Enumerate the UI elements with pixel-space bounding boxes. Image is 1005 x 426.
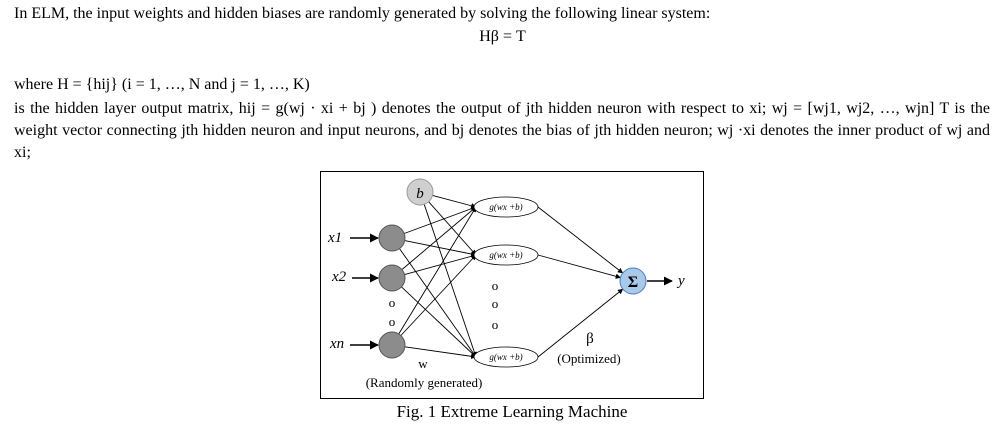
weight-connection-2-1 [404, 253, 477, 276]
input-node-1 [378, 224, 406, 252]
body-paragraph: is the hidden layer output matrix, hij =… [14, 100, 990, 161]
input-dot-2: o [389, 314, 396, 329]
weight-connection-1-1 [404, 240, 477, 257]
input-node-n [378, 331, 406, 359]
weight-label: w [418, 356, 428, 371]
output-label: y [676, 273, 685, 289]
weight-connection-1-2 [399, 248, 477, 358]
connections [398, 194, 624, 359]
input-label-n: xn [329, 336, 344, 352]
hidden-dot-3: o [492, 317, 499, 332]
where-clause: where H = {hij} (i = 1, …, N and j = 1, … [14, 76, 310, 93]
equation: Hβ = T [479, 28, 526, 45]
hidden-label-k: g(wx +b) [489, 352, 522, 362]
weight-connection-3-0 [398, 206, 477, 335]
input-label-2: x2 [331, 269, 347, 285]
weight-connection-1-0 [404, 206, 477, 234]
bias-label: b [416, 186, 424, 202]
weight-connection-0-1 [428, 201, 477, 256]
hidden-label-2: g(wx +b) [489, 250, 522, 260]
weight-connection-2-2 [401, 286, 477, 358]
beta-connection-0 [537, 206, 624, 274]
figure-caption: Fig. 1 Extreme Learning Machine [396, 402, 628, 421]
input-label-1: x1 [327, 230, 342, 246]
sum-node [619, 267, 647, 295]
weight-connection-3-2 [404, 346, 477, 359]
hidden-node-2 [473, 244, 539, 266]
beta-connection-2 [537, 288, 624, 358]
weight-note: (Randomly generated) [366, 375, 483, 390]
hidden-node-1 [473, 196, 539, 218]
weight-connection-2-0 [401, 206, 477, 270]
bias-node [406, 178, 434, 206]
intro-sentence: In ELM, the input weights and hidden bia… [14, 5, 711, 22]
beta-note: (Optimized) [557, 351, 621, 366]
weight-connection-0-0 [432, 194, 477, 209]
hidden-label-1: g(wx +b) [489, 202, 522, 212]
beta-connection-1 [537, 254, 622, 279]
hidden-dot-1: o [492, 278, 499, 293]
input-node-2 [378, 264, 406, 292]
input-dot-1: o [389, 295, 396, 310]
weight-connection-3-1 [400, 254, 477, 336]
sum-symbol: Σ [628, 274, 638, 291]
hidden-node-k [473, 346, 539, 368]
beta-label: β [586, 331, 594, 347]
elm-diagram: b x1 x2 xn o o g(wx +b) g(wx +b) g(wx +b… [320, 171, 704, 399]
hidden-dot-2: o [492, 296, 499, 311]
weight-connection-0-2 [423, 204, 477, 358]
